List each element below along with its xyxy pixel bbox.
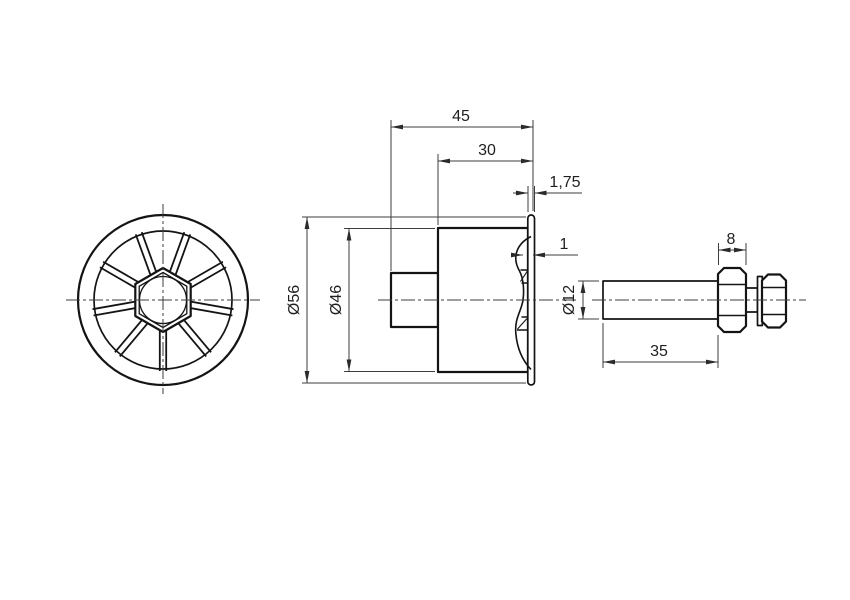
dimension-wall-thickness: 1 — [511, 236, 578, 258]
dimension-shaft-diameter: Ø12 — [561, 280, 599, 320]
spoke — [167, 231, 192, 279]
end-nut — [760, 273, 788, 329]
dimension-label: Ø56 — [286, 285, 303, 315]
dimension-arrow-icon — [516, 190, 528, 196]
spoke — [181, 260, 227, 292]
dimension-arrow-icon — [706, 359, 718, 365]
dimension-flange-thickness: 1,75 — [513, 174, 582, 212]
spoke — [175, 315, 212, 358]
spoke — [99, 260, 145, 292]
dimension-arrow-icon — [603, 359, 615, 365]
dimension-label: 30 — [478, 142, 496, 159]
dimension-arrow-icon — [534, 190, 547, 196]
spoke — [114, 315, 151, 358]
spoke — [134, 231, 159, 279]
dimension-arrow-icon — [718, 247, 731, 253]
dimension-arrow-icon — [346, 359, 352, 372]
dimension-arrow-icon — [346, 228, 352, 241]
bore-section-edges — [517, 269, 528, 331]
dimension-overall-length: 45 — [390, 108, 534, 271]
dimension-arrow-icon — [580, 307, 586, 319]
dimension-arrow-icon — [304, 217, 310, 229]
dimension-label: 45 — [452, 108, 470, 125]
hex-nut-face-lines — [718, 283, 746, 317]
dimension-label: 1,75 — [549, 174, 580, 191]
dimension-label: 1 — [560, 236, 569, 253]
spokes — [92, 231, 234, 371]
dimension-arrow-icon — [391, 124, 403, 130]
dimension-arrow-icon — [521, 124, 533, 130]
dimension-label: 8 — [727, 231, 736, 248]
dimension-flange-diameter: Ø56 — [286, 216, 526, 384]
side-view: 45 30 1,75 1 Ø56 — [286, 108, 582, 386]
dimension-label: Ø12 — [561, 285, 578, 315]
dimension-arrow-icon — [580, 281, 586, 293]
section-hatching — [517, 270, 528, 330]
dimension-arrow-icon — [438, 158, 450, 164]
dimension-arrow-icon — [304, 371, 310, 383]
shaft-view: Ø12 8 35 — [561, 231, 806, 368]
end-nut-face-lines — [762, 286, 786, 316]
dimension-body-length: 30 — [437, 142, 533, 225]
dimension-nut-width: 8 — [718, 231, 747, 265]
dimension-arrow-icon — [521, 158, 533, 164]
spoke — [92, 300, 141, 317]
spoke — [158, 324, 168, 371]
dimension-shaft-length: 35 — [602, 323, 719, 368]
dimension-label: 35 — [650, 343, 668, 360]
front-view — [66, 204, 260, 394]
dimension-arrow-icon — [734, 247, 746, 253]
dimension-label: Ø46 — [328, 285, 345, 315]
spoke — [185, 300, 234, 317]
dimension-body-diameter: Ø46 — [328, 228, 435, 372]
